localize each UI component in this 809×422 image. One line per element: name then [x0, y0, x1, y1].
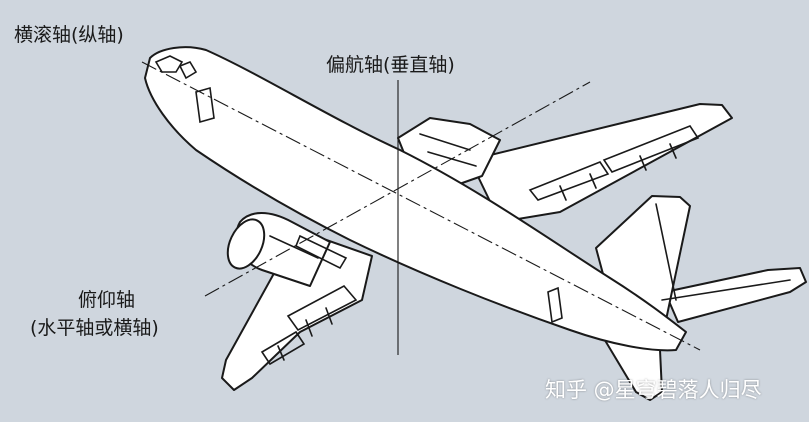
yaw-axis-label: 偏航轴(垂直轴): [326, 50, 455, 77]
watermark: 知乎 @星穹碧落人归尽: [545, 374, 762, 404]
pitch-axis-sublabel: (水平轴或横轴): [30, 313, 159, 340]
roll-axis-label: 横滚轴(纵轴): [14, 20, 124, 47]
pitch-axis-label: 俯仰轴: [78, 285, 135, 312]
horizontal-stabilizer-right: [665, 268, 806, 322]
fuselage: [145, 47, 686, 350]
